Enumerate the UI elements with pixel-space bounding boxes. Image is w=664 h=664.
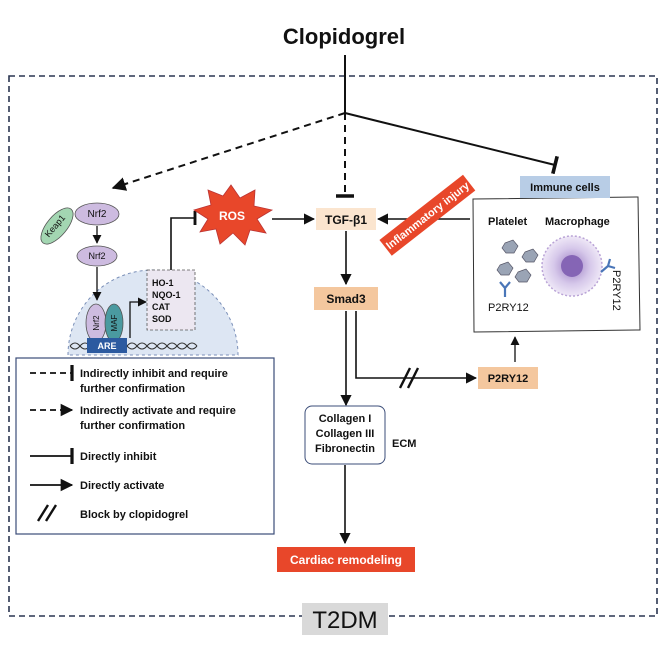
p2ry12-macrophage-label: P2RY12 bbox=[610, 270, 622, 311]
inflammatory-label: Inflammatory injury bbox=[384, 179, 473, 252]
legend-item-dash-inhibit: Indirectly inhibit and require further c… bbox=[30, 364, 228, 395]
t2dm-label: T2DM bbox=[312, 607, 377, 634]
macrophage-nucleus bbox=[561, 255, 583, 277]
platelet-label: Platelet bbox=[488, 216, 527, 228]
inflammatory-tag bbox=[379, 174, 476, 256]
maf-label: MAF bbox=[110, 314, 119, 331]
nrf2-top-ellipse bbox=[74, 202, 120, 226]
ros-label: ROS bbox=[219, 209, 245, 223]
smad3-label: Smad3 bbox=[326, 292, 366, 306]
platelet-icon-1 bbox=[501, 239, 519, 254]
gene-ho1: HO-1 bbox=[152, 278, 174, 288]
p2ry12-box-label: P2RY12 bbox=[488, 373, 529, 385]
tgf-label: TGF-β1 bbox=[325, 213, 367, 227]
nrf2-mid-ellipse bbox=[76, 245, 118, 267]
block-mark-2 bbox=[406, 367, 420, 389]
branch-to-nrf2 bbox=[111, 112, 346, 191]
cardiac-remodeling-label: Cardiac remodeling bbox=[290, 553, 402, 567]
legend-activate-label: Directly activate bbox=[80, 480, 164, 492]
legend-block-label: Block by clopidogrel bbox=[80, 509, 188, 521]
nrf2-nucleus-label: Nrf2 bbox=[92, 315, 101, 331]
cardiac-remodeling-box bbox=[277, 547, 415, 572]
platelet-icon-3 bbox=[496, 261, 514, 276]
are-label: ARE bbox=[97, 341, 116, 351]
genes-box bbox=[146, 269, 196, 331]
t2dm-label-bg bbox=[302, 603, 388, 635]
ecm-item-collagen3: Collagen III bbox=[316, 428, 375, 440]
immune-cells-label: Immune cells bbox=[530, 182, 600, 194]
legend-dash-inhibit-line2: further confirmation bbox=[80, 383, 185, 395]
tgf-box bbox=[316, 208, 376, 230]
ecm-box bbox=[304, 405, 386, 465]
smad3-box bbox=[314, 287, 378, 310]
keap1-ellipse bbox=[40, 207, 74, 245]
ecm-item-collagen1: Collagen I bbox=[319, 413, 372, 425]
nrf2-mid-label: Nrf2 bbox=[88, 251, 105, 261]
legend-item-block: Block by clopidogrel bbox=[36, 504, 188, 522]
dna-right bbox=[126, 342, 198, 350]
gene-nqo1: NQO-1 bbox=[152, 290, 181, 300]
legend-dash-activate-line2: further confirmation bbox=[80, 420, 185, 432]
branch-to-immune bbox=[344, 112, 559, 175]
legend-dash-activate-line1: Indirectly activate and require bbox=[80, 405, 236, 417]
platelet-icon-4 bbox=[514, 268, 532, 283]
ecm-label: ECM bbox=[392, 438, 416, 450]
platelet-icon-2 bbox=[521, 248, 539, 263]
legend-box bbox=[15, 357, 275, 535]
title-clopidogrel: Clopidogrel bbox=[283, 24, 405, 49]
genes-inhibit-ros bbox=[170, 210, 197, 270]
gene-sod: SOD bbox=[152, 314, 172, 324]
legend-dash-inhibit-line1: Indirectly inhibit and require bbox=[80, 368, 228, 380]
legend-item-activate: Directly activate bbox=[30, 478, 164, 492]
legend-item-inhibit: Directly inhibit bbox=[30, 447, 157, 465]
nrf2-top-label: Nrf2 bbox=[88, 209, 107, 220]
arrow-are-genes bbox=[129, 297, 147, 338]
ros-star bbox=[193, 184, 274, 246]
gene-cat: CAT bbox=[152, 302, 170, 312]
macrophage-label: Macrophage bbox=[545, 216, 610, 228]
immune-cells-box bbox=[520, 176, 610, 198]
ecm-item-fibronectin: Fibronectin bbox=[315, 443, 375, 455]
legend-item-dash-activate: Indirectly activate and require further … bbox=[30, 403, 236, 432]
legend-inhibit-label: Directly inhibit bbox=[80, 451, 157, 463]
p2ry12-platelet-label: P2RY12 bbox=[488, 302, 529, 314]
arrow-smad3-p2ry12 bbox=[355, 311, 478, 384]
block-mark-1 bbox=[398, 367, 412, 389]
receptor-icon-platelet bbox=[499, 281, 511, 297]
receptor-icon-macrophage bbox=[600, 258, 616, 273]
p2ry12-box bbox=[478, 367, 538, 389]
are-box bbox=[87, 338, 127, 353]
